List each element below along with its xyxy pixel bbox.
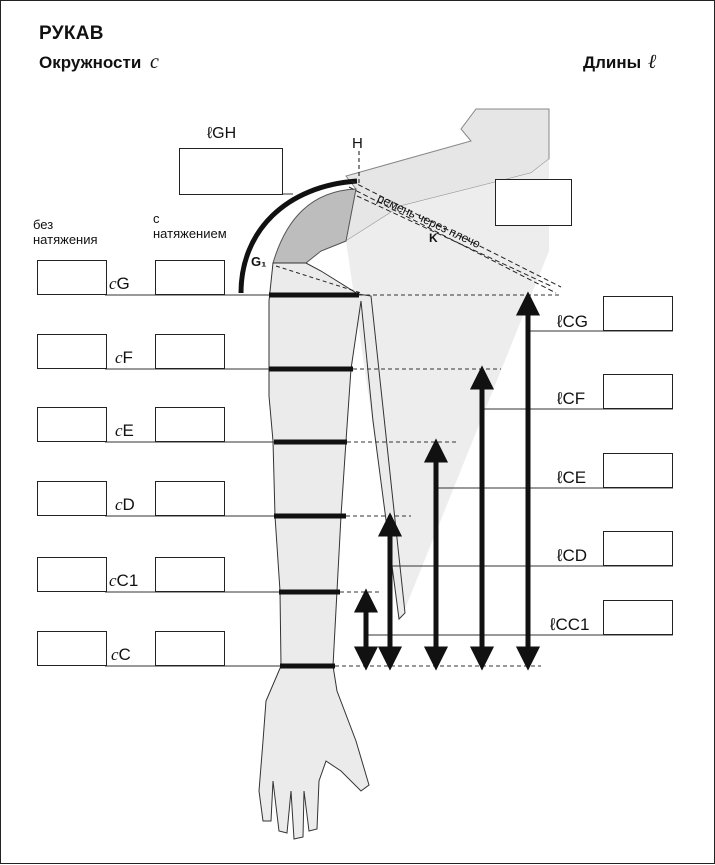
circumference-symbol: c [111, 645, 119, 664]
length-cf-label: ℓCF [557, 389, 585, 409]
circ-f-tension-input[interactable] [155, 334, 225, 369]
circ-c1-tension-input[interactable] [155, 557, 225, 592]
circ-f-relaxed-input[interactable] [37, 334, 107, 369]
circ-f-label: cF [115, 348, 133, 368]
point-h-label: H [352, 135, 363, 152]
circ-d-letter: D [123, 495, 135, 514]
length-cc1-label: ℓCC1 [550, 615, 590, 635]
length-cd-label: ℓCD [557, 546, 587, 566]
circ-e-tension-input[interactable] [155, 407, 225, 442]
circumferences-heading: Окружности c [39, 51, 159, 74]
length-cg-input[interactable] [603, 296, 673, 331]
circ-e-relaxed-input[interactable] [37, 407, 107, 442]
circ-d-tension-input[interactable] [155, 481, 225, 516]
length-ce-label: ℓCE [557, 468, 586, 488]
length-cf-input[interactable] [603, 374, 673, 409]
lengths-heading: Длины ℓ [583, 51, 656, 74]
circumference-symbol: c [109, 274, 117, 293]
gh-label: ℓGH [207, 125, 236, 143]
circ-c1-letter: C1 [117, 571, 139, 590]
circ-g-relaxed-input[interactable] [37, 260, 107, 295]
length-cc1-input[interactable] [603, 600, 673, 635]
circumference-symbol: c [150, 51, 159, 73]
circ-d-label: cD [115, 495, 135, 515]
circ-g-label: cG [109, 274, 130, 294]
strap-input[interactable] [495, 179, 572, 226]
circ-c-label: cC [111, 645, 131, 665]
circ-f-letter: F [123, 348, 133, 367]
length-ce-input[interactable] [603, 453, 673, 488]
lengths-heading-text: Длины [583, 53, 641, 72]
point-k-label: K [429, 231, 438, 245]
circ-c1-label: cC1 [109, 571, 138, 591]
circumference-symbol: c [109, 571, 117, 590]
circumference-symbol: c [115, 495, 123, 514]
circumference-symbol: c [115, 348, 123, 367]
circ-g-tension-input[interactable] [155, 260, 225, 295]
shoulder-cap [273, 189, 356, 263]
column-with-tension: с натяжением [153, 211, 227, 241]
gh-input[interactable] [179, 148, 283, 195]
circ-c-tension-input[interactable] [155, 631, 225, 666]
length-symbol: ℓ [648, 51, 656, 73]
circ-c-letter: C [119, 645, 131, 664]
circumference-symbol: c [115, 421, 123, 440]
circ-e-letter: E [123, 421, 134, 440]
circ-c-relaxed-input[interactable] [37, 631, 107, 666]
circ-g-letter: G [117, 274, 130, 293]
length-cg-label: ℓCG [557, 312, 588, 332]
sheet-title: РУКАВ [39, 23, 104, 45]
circ-e-label: cE [115, 421, 134, 441]
column-without-tension: без натяжения [33, 217, 98, 247]
circumferences-heading-text: Окружности [39, 53, 141, 72]
circ-c1-relaxed-input[interactable] [37, 557, 107, 592]
point-g1-label: G₁ [251, 254, 267, 269]
length-cd-input[interactable] [603, 531, 673, 566]
circ-d-relaxed-input[interactable] [37, 481, 107, 516]
